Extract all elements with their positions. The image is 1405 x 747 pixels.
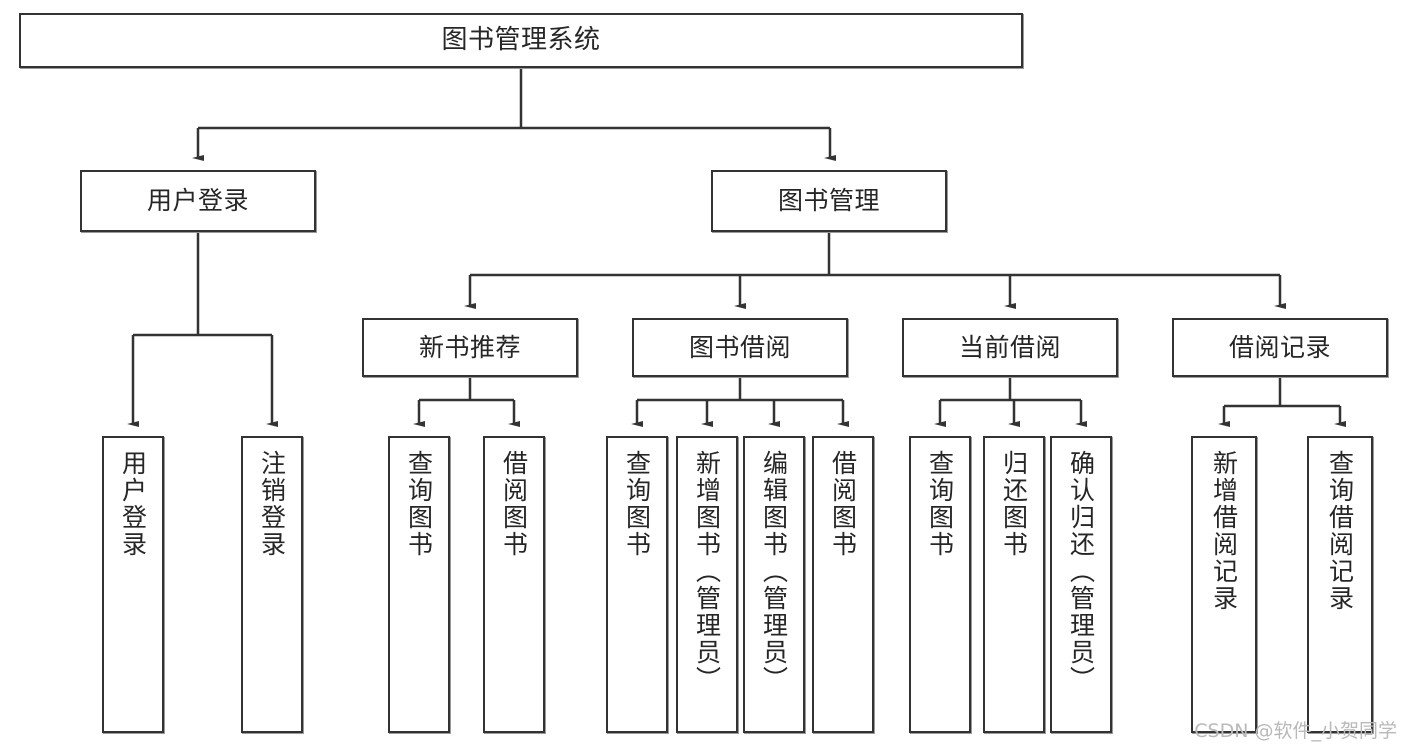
leaf-borrow-query-book[interactable]: 查询图书 (606, 436, 668, 733)
node-current-borrow-label: 当前借阅 (958, 332, 1061, 362)
node-new-book-recommend[interactable]: 新书推荐 (362, 318, 578, 377)
leaf-confirm-return-admin-label: 确认归还（管理员） (1066, 450, 1096, 693)
leaf-edit-book-admin[interactable]: 编辑图书（管理员） (743, 436, 805, 733)
leaf-user-login-label: 用户登录 (118, 450, 148, 558)
leaf-logout-label: 注销登录 (257, 450, 287, 558)
leaf-borrow-query-book-label: 查询图书 (622, 450, 652, 558)
leaf-rec-borrow-book-label: 借阅图书 (499, 450, 529, 558)
node-book-management-label: 图书管理 (777, 186, 880, 216)
leaf-confirm-return-admin[interactable]: 确认归还（管理员） (1050, 436, 1112, 733)
node-new-book-recommend-label: 新书推荐 (418, 332, 521, 362)
leaf-add-borrow-record-label: 新增借阅记录 (1209, 450, 1239, 612)
node-user-login-label: 用户登录 (146, 186, 249, 216)
leaf-borrow-book-label: 借阅图书 (828, 450, 858, 558)
node-book-borrow[interactable]: 图书借阅 (632, 318, 848, 377)
leaf-borrow-book[interactable]: 借阅图书 (812, 436, 874, 733)
leaf-add-book-admin-label: 新增图书（管理员） (692, 450, 722, 693)
leaf-return-book-label: 归还图书 (999, 450, 1029, 558)
leaf-current-query-book-label: 查询图书 (925, 450, 955, 558)
node-book-borrow-label: 图书借阅 (688, 332, 791, 362)
node-root[interactable]: 图书管理系统 (19, 13, 1023, 68)
csdn-watermark: CSDN @软件_小贺同学 (1194, 720, 1397, 742)
node-book-management[interactable]: 图书管理 (711, 170, 947, 232)
node-user-login[interactable]: 用户登录 (80, 170, 316, 232)
leaf-query-borrow-record-label: 查询借阅记录 (1325, 450, 1355, 612)
leaf-edit-book-admin-label: 编辑图书（管理员） (759, 450, 789, 693)
leaf-rec-query-book[interactable]: 查询图书 (388, 436, 450, 733)
leaf-logout[interactable]: 注销登录 (241, 436, 303, 733)
leaf-rec-query-book-label: 查询图书 (404, 450, 434, 558)
node-current-borrow[interactable]: 当前借阅 (902, 318, 1118, 377)
node-borrow-record-label: 借阅记录 (1228, 332, 1331, 362)
leaf-add-borrow-record[interactable]: 新增借阅记录 (1191, 436, 1257, 733)
leaf-rec-borrow-book[interactable]: 借阅图书 (483, 436, 545, 733)
leaf-current-query-book[interactable]: 查询图书 (909, 436, 971, 733)
leaf-return-book[interactable]: 归还图书 (983, 436, 1045, 733)
leaf-add-book-admin[interactable]: 新增图书（管理员） (676, 436, 738, 733)
leaf-user-login[interactable]: 用户登录 (102, 436, 164, 733)
leaf-query-borrow-record[interactable]: 查询借阅记录 (1307, 436, 1373, 733)
node-root-label: 图书管理系统 (441, 25, 601, 56)
node-borrow-record[interactable]: 借阅记录 (1172, 318, 1388, 377)
